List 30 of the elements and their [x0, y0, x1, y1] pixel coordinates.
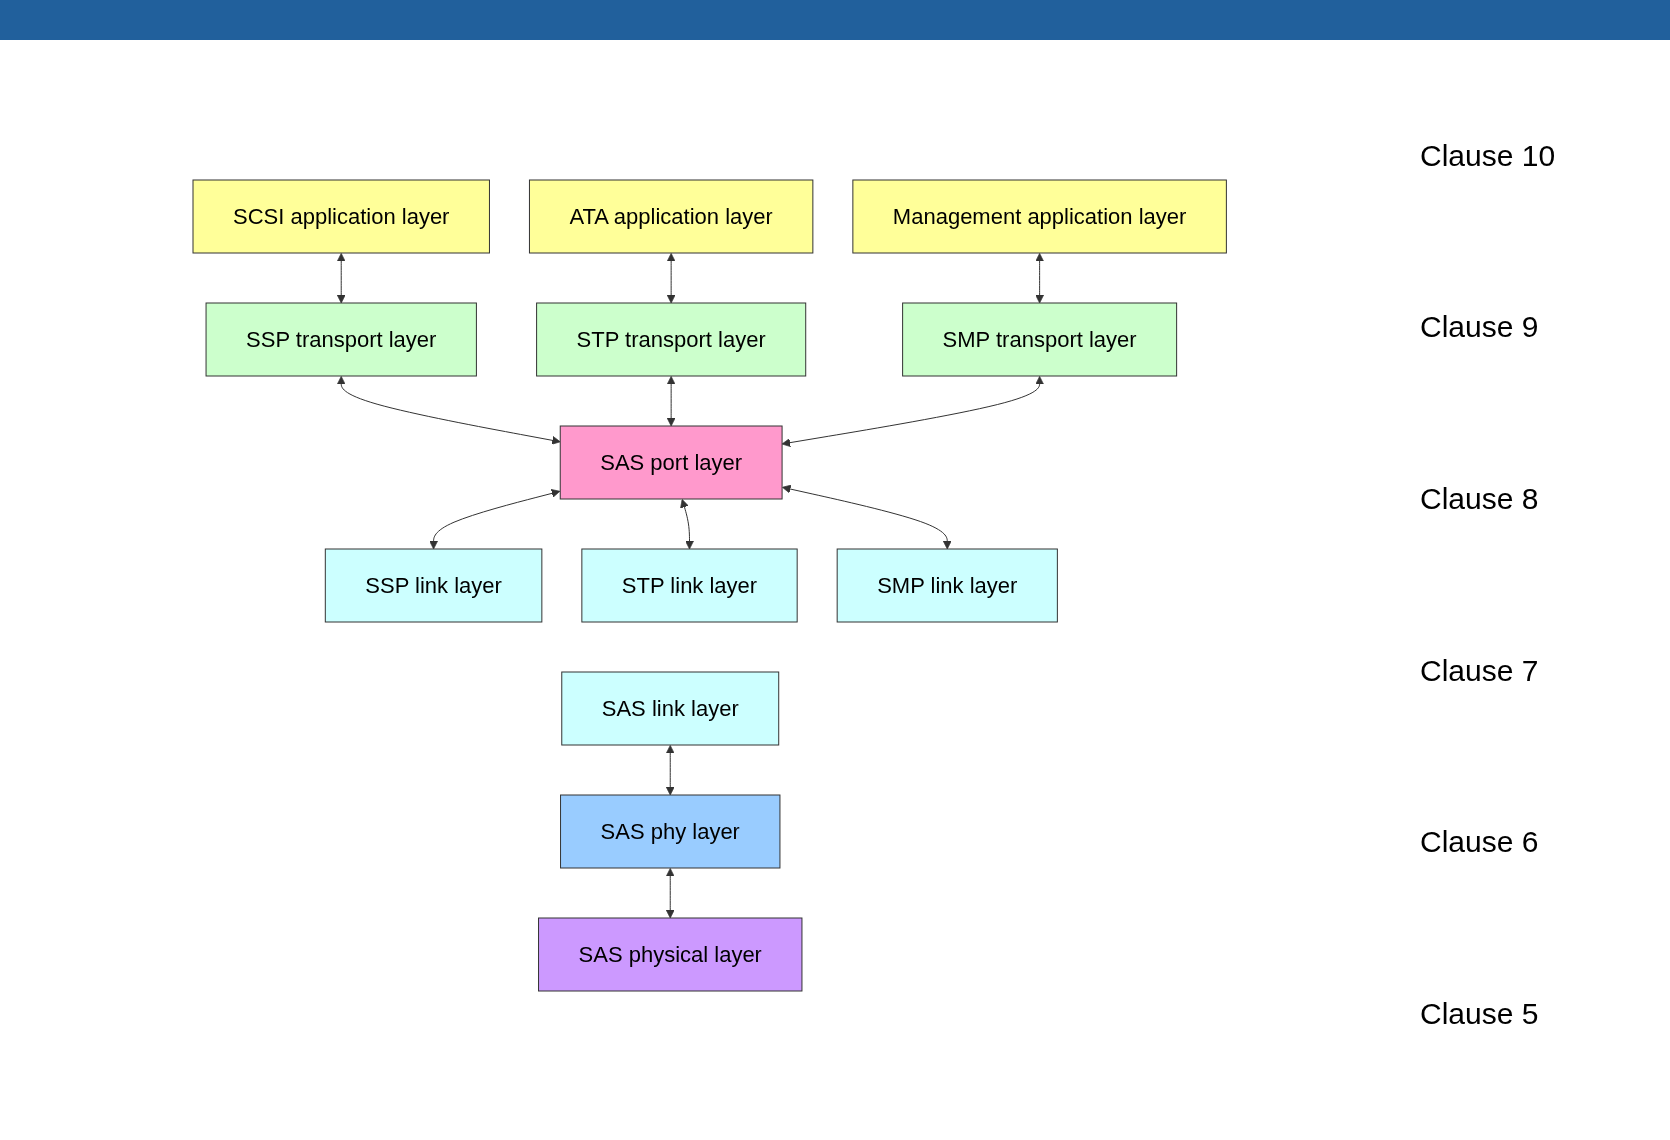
arrow	[667, 252, 676, 303]
arrow	[429, 488, 561, 549]
node-box: SSP link layer	[325, 548, 543, 622]
node-box: SAS link layer	[561, 671, 780, 745]
node-box: SCSI application layer	[192, 179, 491, 253]
clause-label: Clause 8	[1420, 482, 1540, 517]
arrow	[666, 744, 675, 795]
node-box: SMP transport layer	[902, 302, 1178, 376]
clause-label: Clause 7	[1420, 653, 1540, 688]
arrow	[680, 498, 695, 549]
arrow	[782, 375, 1045, 447]
arrow	[337, 375, 561, 445]
arrow	[1035, 252, 1045, 303]
clause-label: Clause 9	[1420, 310, 1540, 345]
node-box: SAS port layer	[560, 425, 783, 499]
arrow	[667, 375, 676, 426]
node-box: SAS phy layer	[560, 794, 781, 868]
clause-label: Clause 10	[1420, 138, 1557, 173]
arrow	[666, 867, 675, 918]
clause-label: Clause 5	[1420, 997, 1540, 1032]
node-box: SAS physical layer	[538, 917, 803, 991]
node-box: SMP link layer	[837, 548, 1059, 622]
node-box: STP transport layer	[536, 302, 807, 376]
node-box: ATA application layer	[529, 179, 814, 253]
arrow	[782, 484, 952, 549]
clause-label: Clause 6	[1420, 825, 1540, 860]
node-box: Management application layer	[852, 179, 1228, 253]
node-box: STP link layer	[581, 548, 798, 622]
node-box: SSP transport layer	[205, 302, 478, 376]
arrow	[337, 252, 346, 303]
